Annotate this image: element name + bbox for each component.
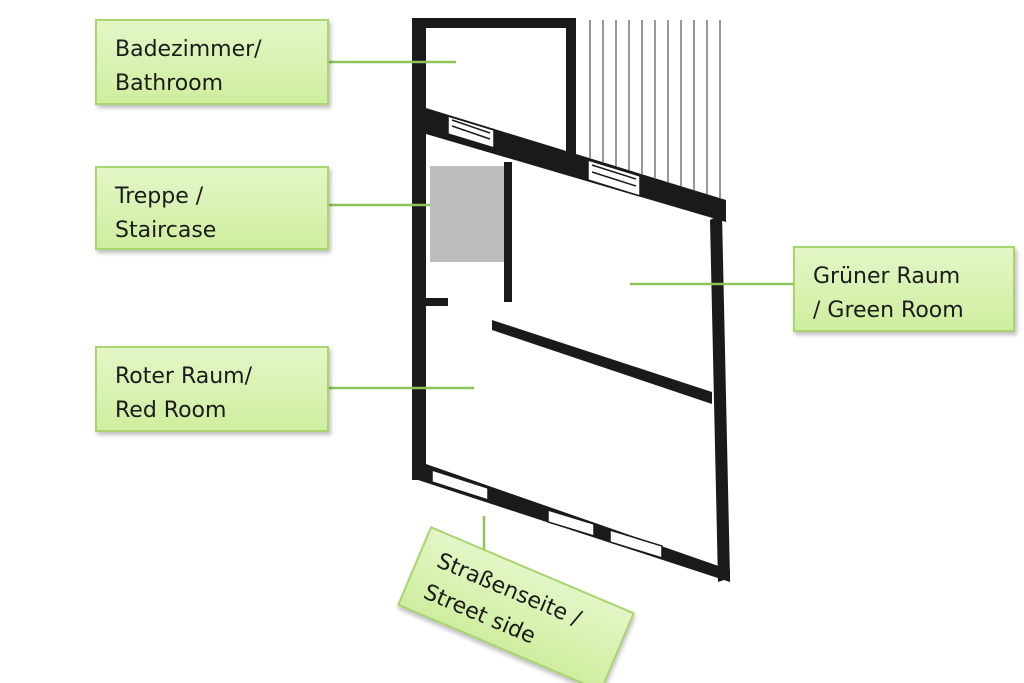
green-room-label-line1: Grüner Raum — [813, 264, 961, 289]
red-room-label-line1: Roter Raum/ — [115, 364, 253, 389]
bathroom-label: Badezimmer/ Bathroom — [95, 19, 329, 105]
street-window-3 — [609, 528, 663, 560]
green-room-label: Grüner Raum / Green Room — [793, 246, 1015, 332]
right-wall — [710, 214, 730, 582]
bathroom-top-wall — [412, 18, 576, 28]
upper-windows — [447, 114, 641, 198]
red-room-label-line2: Red Room — [115, 398, 227, 423]
street-windows — [431, 468, 663, 560]
staircase-block — [430, 166, 506, 262]
staircase-wall — [504, 162, 512, 302]
red-room-label: Roter Raum/ Red Room — [95, 346, 329, 432]
staircase-label-line2: Staircase — [115, 218, 217, 243]
bathroom-divider-wall — [426, 108, 726, 222]
bathroom-label-line2: Bathroom — [115, 71, 224, 96]
left-wall — [412, 18, 426, 480]
bathroom-right-wall — [566, 18, 576, 158]
terrace-hatching — [589, 20, 721, 198]
staircase-label: Treppe / Staircase — [95, 166, 329, 250]
bathroom-label-line1: Badezimmer/ — [115, 37, 262, 62]
green-room-label-line2: / Green Room — [813, 298, 964, 323]
street-window-1 — [431, 468, 489, 502]
green-room-window — [587, 158, 641, 198]
outer-walls — [412, 18, 730, 582]
interior-stub — [426, 298, 448, 306]
interior-wall — [492, 320, 712, 404]
street-window-2 — [547, 508, 595, 538]
leader-lines — [329, 60, 793, 556]
staircase-label-line1: Treppe / — [115, 184, 204, 209]
